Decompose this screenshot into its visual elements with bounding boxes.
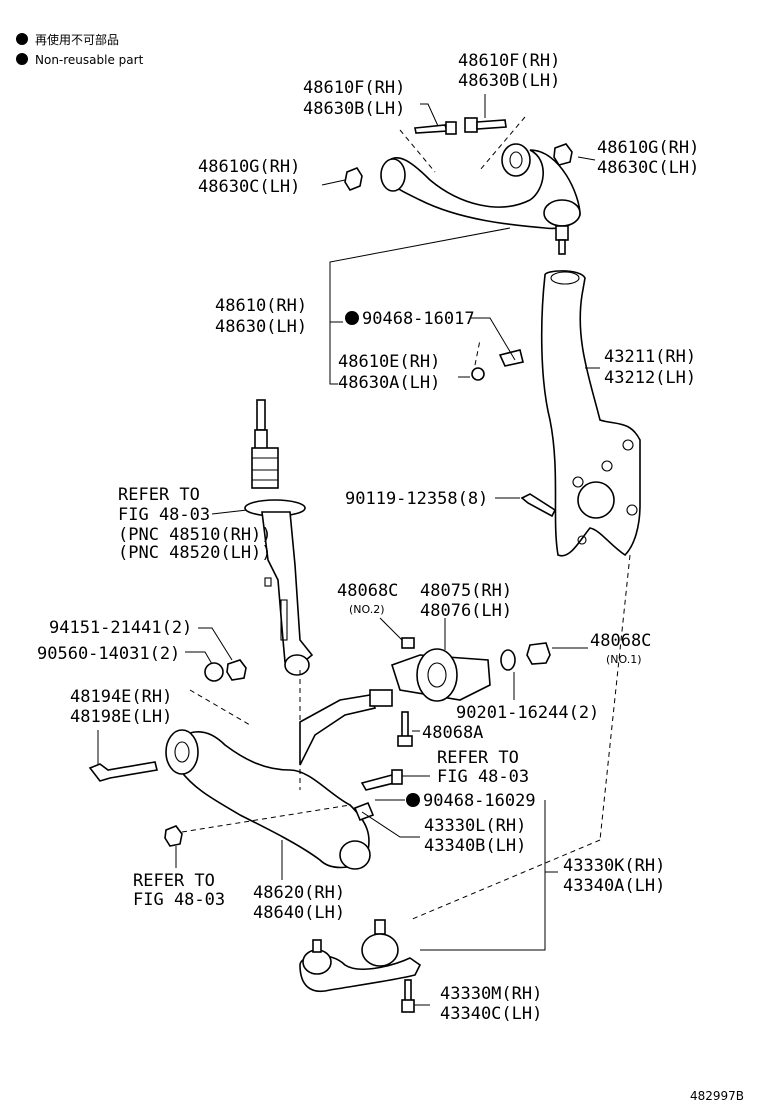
- diagram-id: 482997B: [690, 1089, 744, 1103]
- label-48630-lh: 48630(LH): [215, 317, 307, 337]
- label-48630B-top-lh: 48630B(LH): [458, 71, 560, 91]
- label-48068C-no1: 48068C: [590, 631, 651, 651]
- label-refer2-a: REFER TO: [437, 748, 519, 768]
- label-43212-lh: 43212(LH): [604, 368, 696, 388]
- label-43340C-lh: 43340C(LH): [440, 1004, 542, 1024]
- label-90468-16029: 90468-16029: [423, 791, 536, 811]
- label-48198E-lh: 48198E(LH): [70, 707, 172, 727]
- shock-absorber-drawing: [244, 399, 314, 676]
- label-48630C-right-lh: 48630C(LH): [597, 158, 699, 178]
- label-90119-12358: 90119-12358(8): [345, 489, 488, 509]
- label-48620-rh: 48620(RH): [253, 883, 345, 903]
- label-48068C-no2: 48068C: [337, 581, 398, 601]
- label-48068C-no1-note: (NO.1): [606, 653, 642, 666]
- label-43340B-lh: 43340B(LH): [424, 836, 526, 856]
- label-48076-lh: 48076(LH): [420, 601, 512, 621]
- label-43330L-rh: 43330L(RH): [424, 816, 526, 836]
- label-48610F-rh: 48610F(RH): [303, 78, 405, 98]
- non-reusable-dot-icon: [345, 311, 359, 325]
- label-90468-16017: 90468-16017: [362, 309, 475, 329]
- non-reusable-bullet-icon: [16, 53, 28, 65]
- steering-knuckle-drawing: [471, 270, 641, 557]
- label-48630A-lh: 48630A(LH): [338, 373, 440, 393]
- label-refer3-a: REFER TO: [133, 871, 215, 891]
- label-90560-14031: 90560-14031(2): [37, 644, 180, 664]
- label-48610F-top-rh: 48610F(RH): [458, 51, 560, 71]
- label-48610E-rh: 48610E(RH): [338, 352, 440, 372]
- label-94151-21441: 94151-21441(2): [49, 618, 192, 638]
- label-refer1-b: FIG 48-03: [118, 505, 210, 525]
- part-labels: 48610F(RH) 48630B(LH) 48610F(RH) 48630B(…: [37, 51, 744, 1103]
- label-refer1-c: (PNC 48510(RH)): [118, 525, 272, 545]
- bushing-assembly-drawing: [204, 637, 551, 702]
- legend-jp: 再使用不可部品: [35, 32, 119, 47]
- label-90201-16244: 90201-16244(2): [456, 703, 599, 723]
- upper-arm-drawing: [344, 116, 581, 255]
- label-48630C-left-lh: 48630C(LH): [198, 177, 300, 197]
- non-reusable-dot-icon: [406, 793, 420, 807]
- leader-lines: [97, 94, 631, 1006]
- label-43330M-rh: 43330M(RH): [440, 984, 542, 1004]
- legend-en: Non-reusable part: [35, 53, 144, 67]
- label-43340A-lh: 43340A(LH): [563, 876, 665, 896]
- label-refer1-d: (PNC 48520(LH)): [118, 543, 272, 563]
- label-43211-rh: 43211(RH): [604, 347, 696, 367]
- label-48068A: 48068A: [422, 723, 483, 743]
- label-refer2-b: FIG 48-03: [437, 767, 529, 787]
- label-48075-rh: 48075(RH): [420, 581, 512, 601]
- label-48610G-left-rh: 48610G(RH): [198, 157, 300, 177]
- label-48630B-lh: 48630B(LH): [303, 99, 405, 119]
- label-48194E-rh: 48194E(RH): [70, 687, 172, 707]
- label-43330K-rh: 43330K(RH): [563, 856, 665, 876]
- label-48610-rh: 48610(RH): [215, 296, 307, 316]
- ball-joint-drawing: [299, 919, 422, 1013]
- label-refer3-b: FIG 48-03: [133, 890, 225, 910]
- label-48640-lh: 48640(LH): [253, 903, 345, 923]
- non-reusable-bullet-icon: [16, 33, 28, 45]
- label-refer1-a: REFER TO: [118, 485, 200, 505]
- legend: 再使用不可部品 Non-reusable part: [16, 32, 144, 67]
- label-48610G-right-rh: 48610G(RH): [597, 138, 699, 158]
- label-48068C-no2-note: (NO.2): [349, 603, 385, 616]
